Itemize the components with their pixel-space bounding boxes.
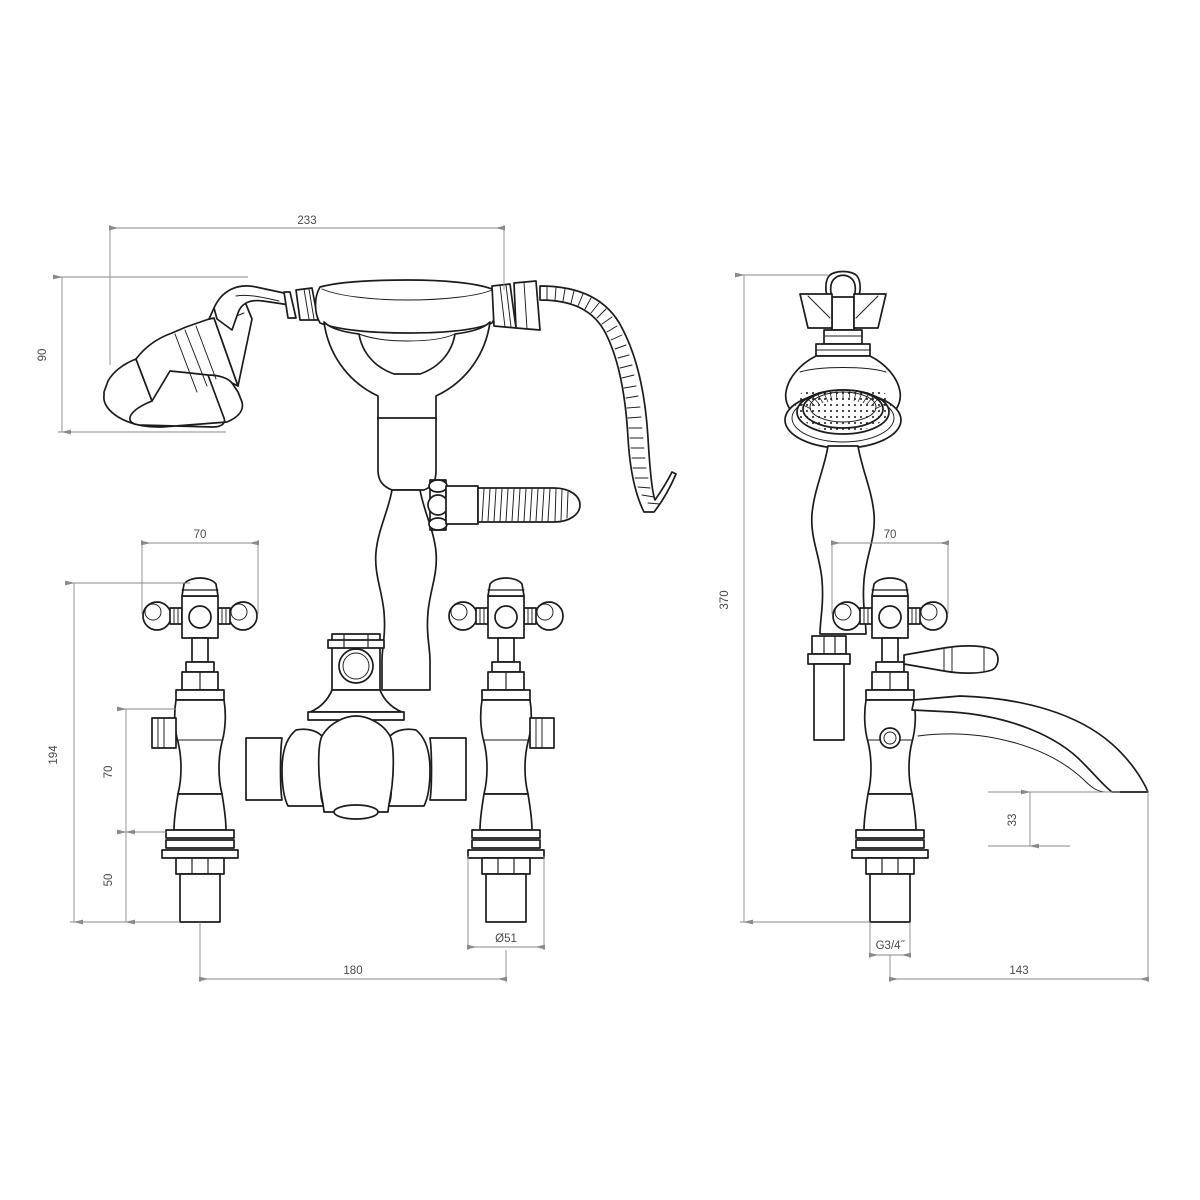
- riser-pipe-side: [810, 445, 876, 635]
- valve-left: [142, 577, 258, 923]
- dimension-194: 194: [48, 580, 190, 925]
- dimension-label-70-crosshead: 70: [194, 529, 207, 541]
- dimension-143: 143: [889, 790, 1149, 982]
- dimension-33: 33: [988, 789, 1120, 849]
- dimension-label-90: 90: [37, 349, 49, 362]
- dimension-90: 90: [37, 274, 248, 435]
- shower-handset: [103, 279, 541, 491]
- dimension-label-143: 143: [1009, 965, 1028, 977]
- dimension-label-233: 233: [297, 215, 316, 227]
- hose-elbow-side: [807, 635, 851, 741]
- dimension-label-370: 370: [719, 590, 731, 609]
- dimension-g34: G3/4˝: [869, 922, 911, 958]
- shower-handset-front: [784, 270, 902, 449]
- dimension-label-d51: Ø51: [495, 933, 517, 945]
- front-view-dimensions: 233 90 70 194: [37, 215, 545, 982]
- diverter-block: [307, 633, 405, 721]
- riser-pipe: [374, 489, 438, 691]
- dimension-label-g34: G3/4˝: [876, 940, 906, 952]
- side-elevation-view: [784, 270, 1149, 923]
- dimension-label-70-body: 70: [103, 766, 115, 779]
- dimension-70-crosshead: 70: [141, 529, 259, 614]
- dimension-label-33: 33: [1007, 814, 1019, 827]
- dimension-d51: Ø51: [467, 856, 545, 950]
- dimension-label-70-side: 70: [884, 529, 897, 541]
- dimension-70-side: 70: [831, 529, 949, 614]
- valve-side: [832, 577, 1149, 923]
- coiled-hose: [539, 285, 677, 513]
- dimension-370: 370: [719, 272, 870, 925]
- side-view-dimensions: 370 70 33 G3/4˝: [719, 272, 1149, 982]
- spout-body: [245, 715, 467, 820]
- dimension-50: 50: [103, 829, 180, 925]
- front-elevation-view: [103, 279, 677, 923]
- dimension-label-50: 50: [103, 874, 115, 887]
- dimension-180: 180: [199, 922, 507, 982]
- valve-right: [448, 577, 564, 923]
- hose-outlet-elbow: [427, 479, 581, 531]
- dimension-label-180: 180: [343, 965, 362, 977]
- dimension-label-194: 194: [48, 745, 60, 765]
- dimension-233: 233: [109, 215, 505, 365]
